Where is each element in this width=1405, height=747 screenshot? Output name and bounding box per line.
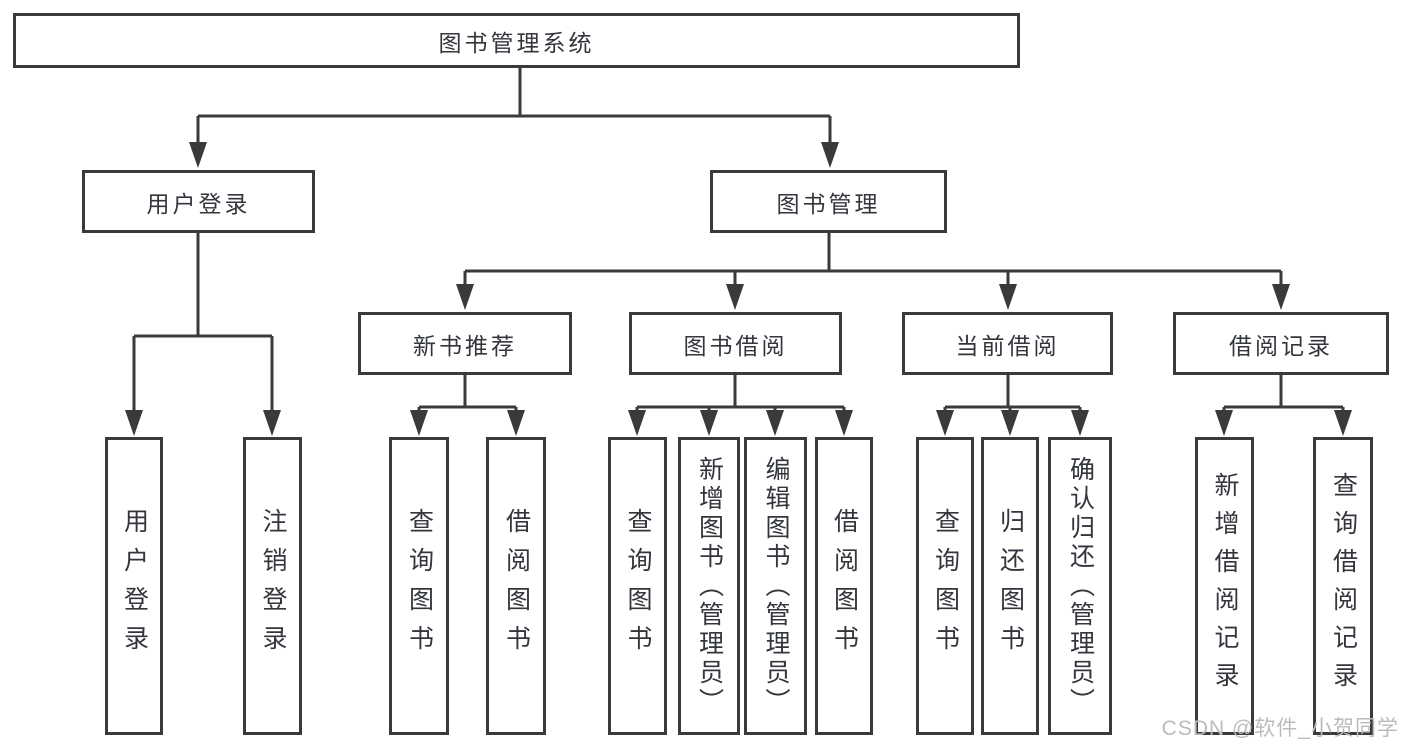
node-current-borrowing: 当前借阅 [902,312,1113,375]
arrow-down-icon [263,410,281,436]
leaf-borrow-books-borrowing: 借阅图书 [815,437,873,735]
leaf-query-borrow-record: 查询借阅记录 [1313,437,1373,735]
node-label: 新书推荐 [413,332,517,359]
node-label: 当前借阅 [955,332,1060,359]
leaf-add-borrow-record: 新增借阅记录 [1195,437,1254,735]
leaf-label: 查询图书 [624,508,652,664]
arrow-down-icon [821,142,839,168]
arrow-down-icon [766,410,784,436]
arrow-down-icon [1071,410,1089,436]
leaf-add-books-admin: 新增图书（管理员） [678,437,740,735]
node-new-book-recommend: 新书推荐 [358,312,572,375]
arrow-down-icon [125,410,143,436]
arrow-down-icon [628,410,646,436]
arrow-down-icon [1001,410,1019,436]
node-label: 图书管理系统 [438,29,595,56]
leaf-return-books: 归还图书 [981,437,1039,735]
leaf-query-books-recommend: 查询图书 [389,437,449,735]
leaf-label: 查询借阅记录 [1329,472,1358,700]
leaf-label: 新增图书（管理员） [695,455,724,717]
leaf-label: 借阅图书 [830,508,859,664]
leaf-label: 用户登录 [120,508,149,664]
leaf-label: 新增借阅记录 [1211,472,1239,700]
leaf-confirm-return-admin: 确认归还（管理员） [1048,437,1112,735]
arrowheads [125,142,1352,436]
connector-bookmgmt-to-level3 [463,233,1283,286]
arrow-down-icon [507,410,525,436]
leaf-label: 归还图书 [996,508,1025,664]
node-book-borrowing: 图书借阅 [629,312,842,375]
leaf-edit-books-admin: 编辑图书（管理员） [744,437,807,735]
leaf-label: 借阅图书 [502,508,531,664]
node-book-management: 图书管理 [710,170,947,233]
leaf-label: 查询图书 [931,508,960,664]
node-label: 图书借阅 [683,332,788,359]
node-library-management-system: 图书管理系统 [13,13,1020,68]
leaf-user-login: 用户登录 [105,437,163,735]
node-label: 借阅记录 [1229,332,1333,359]
csdn-watermark: CSDN @软件_小贺同学 [1161,717,1399,740]
leaf-logout: 注销登录 [243,437,302,735]
arrow-down-icon [456,284,474,310]
connector-userlogin-to-leaves [132,233,274,412]
leaf-label: 确认归还（管理员） [1066,455,1095,717]
node-borrowing-records: 借阅记录 [1173,312,1389,375]
connector-root-to-level2 [196,66,832,144]
arrow-down-icon [936,410,954,436]
connector-newbook-group [417,375,518,412]
leaf-query-books-borrowing: 查询图书 [608,437,667,735]
arrow-down-icon [999,284,1017,310]
node-label: 图书管理 [776,190,881,217]
leaf-borrow-books-recommend: 借阅图书 [486,437,546,735]
arrow-down-icon [700,410,718,436]
arrow-down-icon [189,142,207,168]
arrow-down-icon [410,410,428,436]
arrow-down-icon [1334,410,1352,436]
node-user-login: 用户登录 [82,170,315,233]
leaf-label: 编辑图书（管理员） [762,455,790,717]
connector-records-group [1222,375,1345,412]
leaf-label: 注销登录 [259,508,287,664]
node-label: 用户登录 [146,190,251,217]
arrow-down-icon [1272,284,1290,310]
connector-current-group [943,375,1082,412]
leaf-label: 查询图书 [405,508,434,664]
arrow-down-icon [726,284,744,310]
leaf-query-books-current: 查询图书 [916,437,974,735]
connector-borrowing-group [635,375,846,412]
arrow-down-icon [1215,410,1233,436]
arrow-down-icon [835,410,853,436]
